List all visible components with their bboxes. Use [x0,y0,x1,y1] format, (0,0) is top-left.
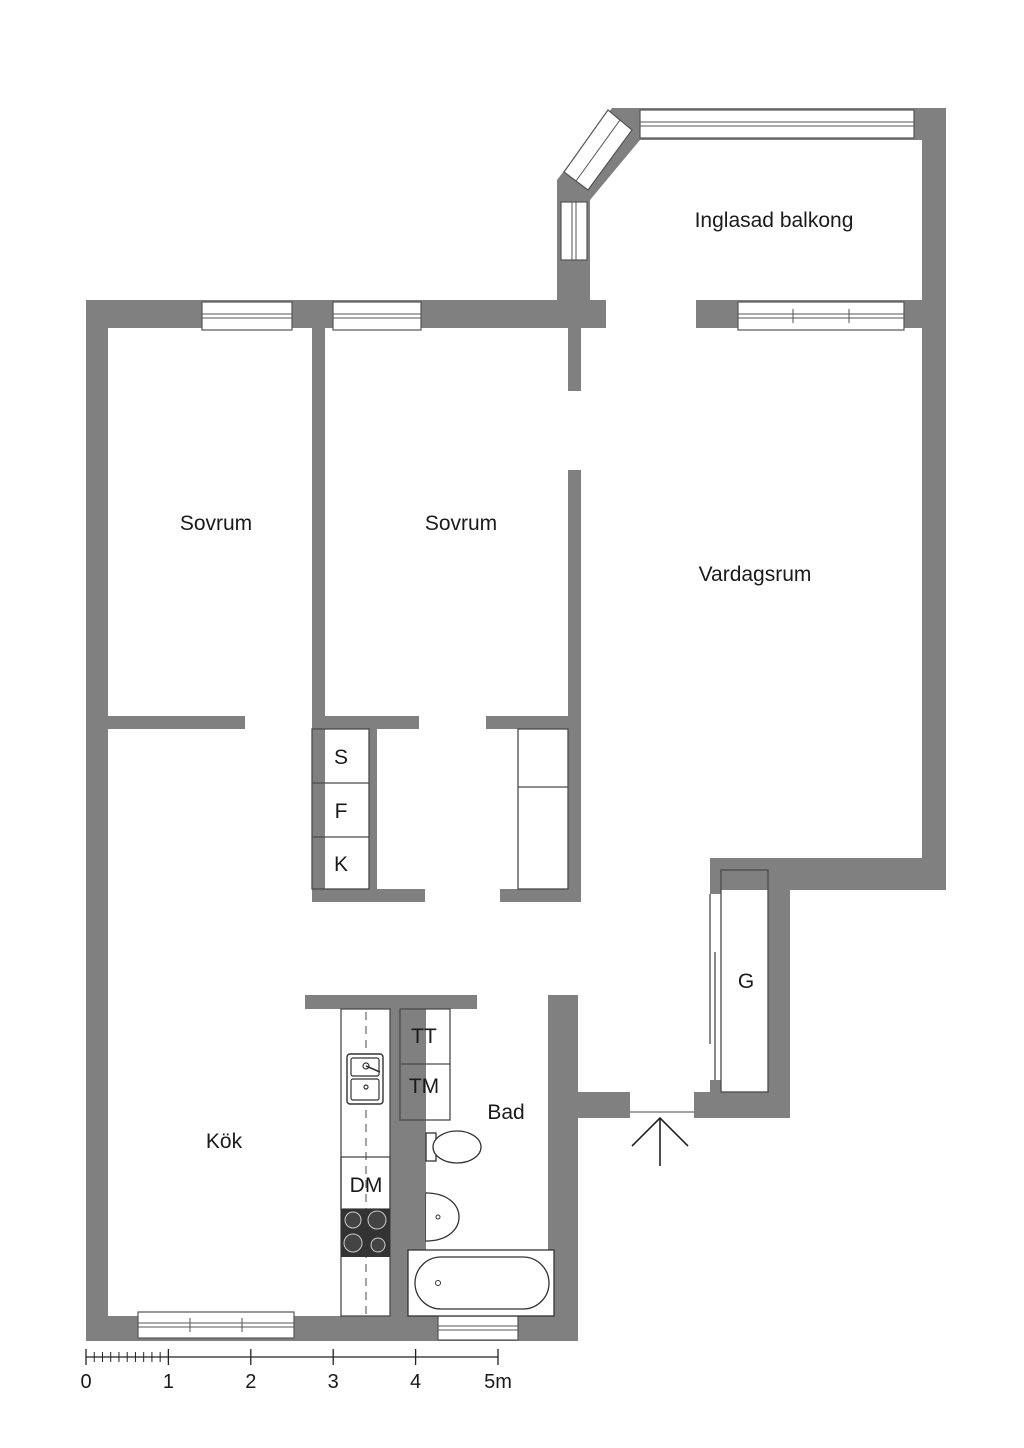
scale-label: 3 [328,1371,339,1393]
room-label-kitchen: Kök [206,1130,243,1153]
windows [137,109,915,1341]
washer-label: TM [409,1075,439,1098]
room-label-bedroom-1: Sovrum [180,512,252,535]
walls [86,108,946,1341]
bathtub-icon [407,1249,555,1317]
dryer-label: TT [411,1025,437,1048]
scale-ticks [85,1349,499,1365]
scale-label: 0 [80,1371,91,1393]
wardrobe-g [709,869,769,1093]
bathroom-fixtures [399,1008,555,1317]
room-label-living-room: Vardagsrum [699,563,812,586]
closet-label-k: K [334,853,348,876]
scale-bar: 0 1 2 3 4 5m [80,1349,512,1393]
scale-labels: 0 1 2 3 4 5m [80,1371,511,1393]
scale-label: 1 [163,1371,174,1393]
closet-label-s: S [334,746,348,769]
scale-label: 5m [484,1371,512,1393]
entrance-arrow-icon [630,1111,694,1166]
scale-label: 2 [245,1371,256,1393]
closet-block [311,728,569,890]
room-label-bedroom-2: Sovrum [425,512,497,535]
dishwasher-label: DM [350,1174,383,1197]
closet-label-f: F [335,800,348,823]
room-label-glazed-balcony: Inglasad balkong [695,209,854,232]
stove-icon [341,1209,390,1257]
washbasin-icon [425,1192,460,1242]
scale-label: 4 [410,1371,421,1393]
toilet-icon [425,1130,482,1164]
sink-icon [346,1053,384,1105]
room-label-bathroom: Bad [487,1101,524,1124]
kitchen-counter [340,1008,391,1317]
room-label-wardrobe: G [738,970,754,993]
